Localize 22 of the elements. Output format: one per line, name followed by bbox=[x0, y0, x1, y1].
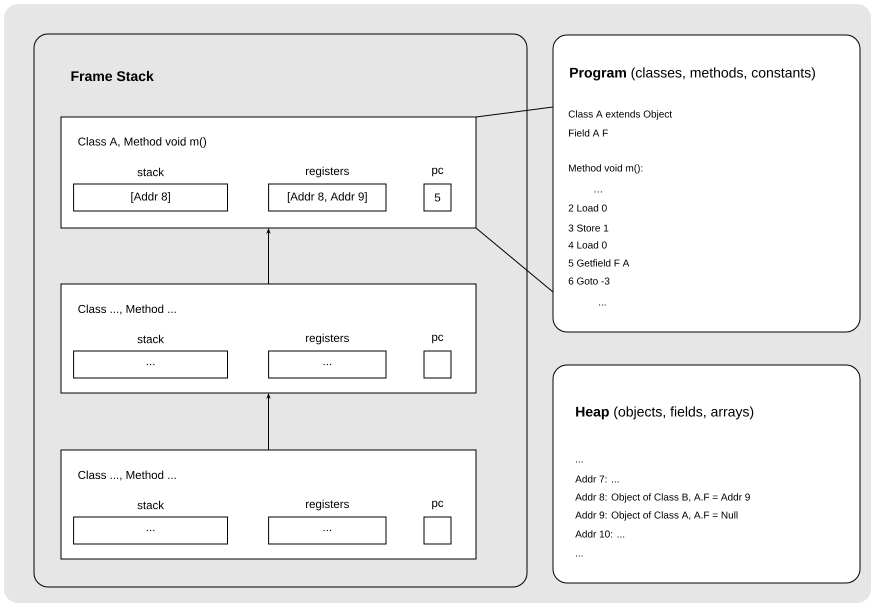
node-label: registers bbox=[306, 500, 349, 510]
node-label: stack bbox=[138, 500, 164, 510]
value-box: registers [Addr 8, Addr 9] bbox=[268, 166, 386, 212]
info-panel: Program (classes, methods, constants) Class A extends Object Field A F Method void m(): … 2 Load 0 3 Store 1 4 Load 0 5 Getfield F A 6 Goto -3 ... bbox=[552, 34, 860, 332]
value-box: pc bbox=[424, 334, 452, 378]
node-label: pc bbox=[432, 168, 444, 176]
node-label: registers bbox=[306, 166, 349, 178]
value-box: stack ... bbox=[73, 334, 228, 378]
value-box: registers ... bbox=[268, 500, 386, 544]
node-label: pc bbox=[432, 334, 444, 344]
connector-line bbox=[476, 106, 554, 118]
value-box: pc bbox=[424, 500, 452, 544]
node-label: stack bbox=[138, 334, 164, 344]
node-label: pc bbox=[432, 500, 444, 510]
info-panel: Heap (objects, fields, arrays) ... Addr 7: ... Addr 8: Object of Class B, A.F = Addr 9 Addr 9: Object of Class A, A.F = Null Addr 10: ... ... bbox=[552, 364, 860, 584]
connector-line bbox=[476, 228, 554, 292]
value-box: registers ... bbox=[268, 334, 386, 378]
value-box: pc 5 bbox=[424, 168, 452, 212]
value-box: stack ... bbox=[73, 500, 228, 544]
node-label: stack bbox=[138, 168, 164, 176]
node-label: registers bbox=[306, 334, 349, 344]
value-box: stack [Addr 8] bbox=[73, 168, 228, 212]
